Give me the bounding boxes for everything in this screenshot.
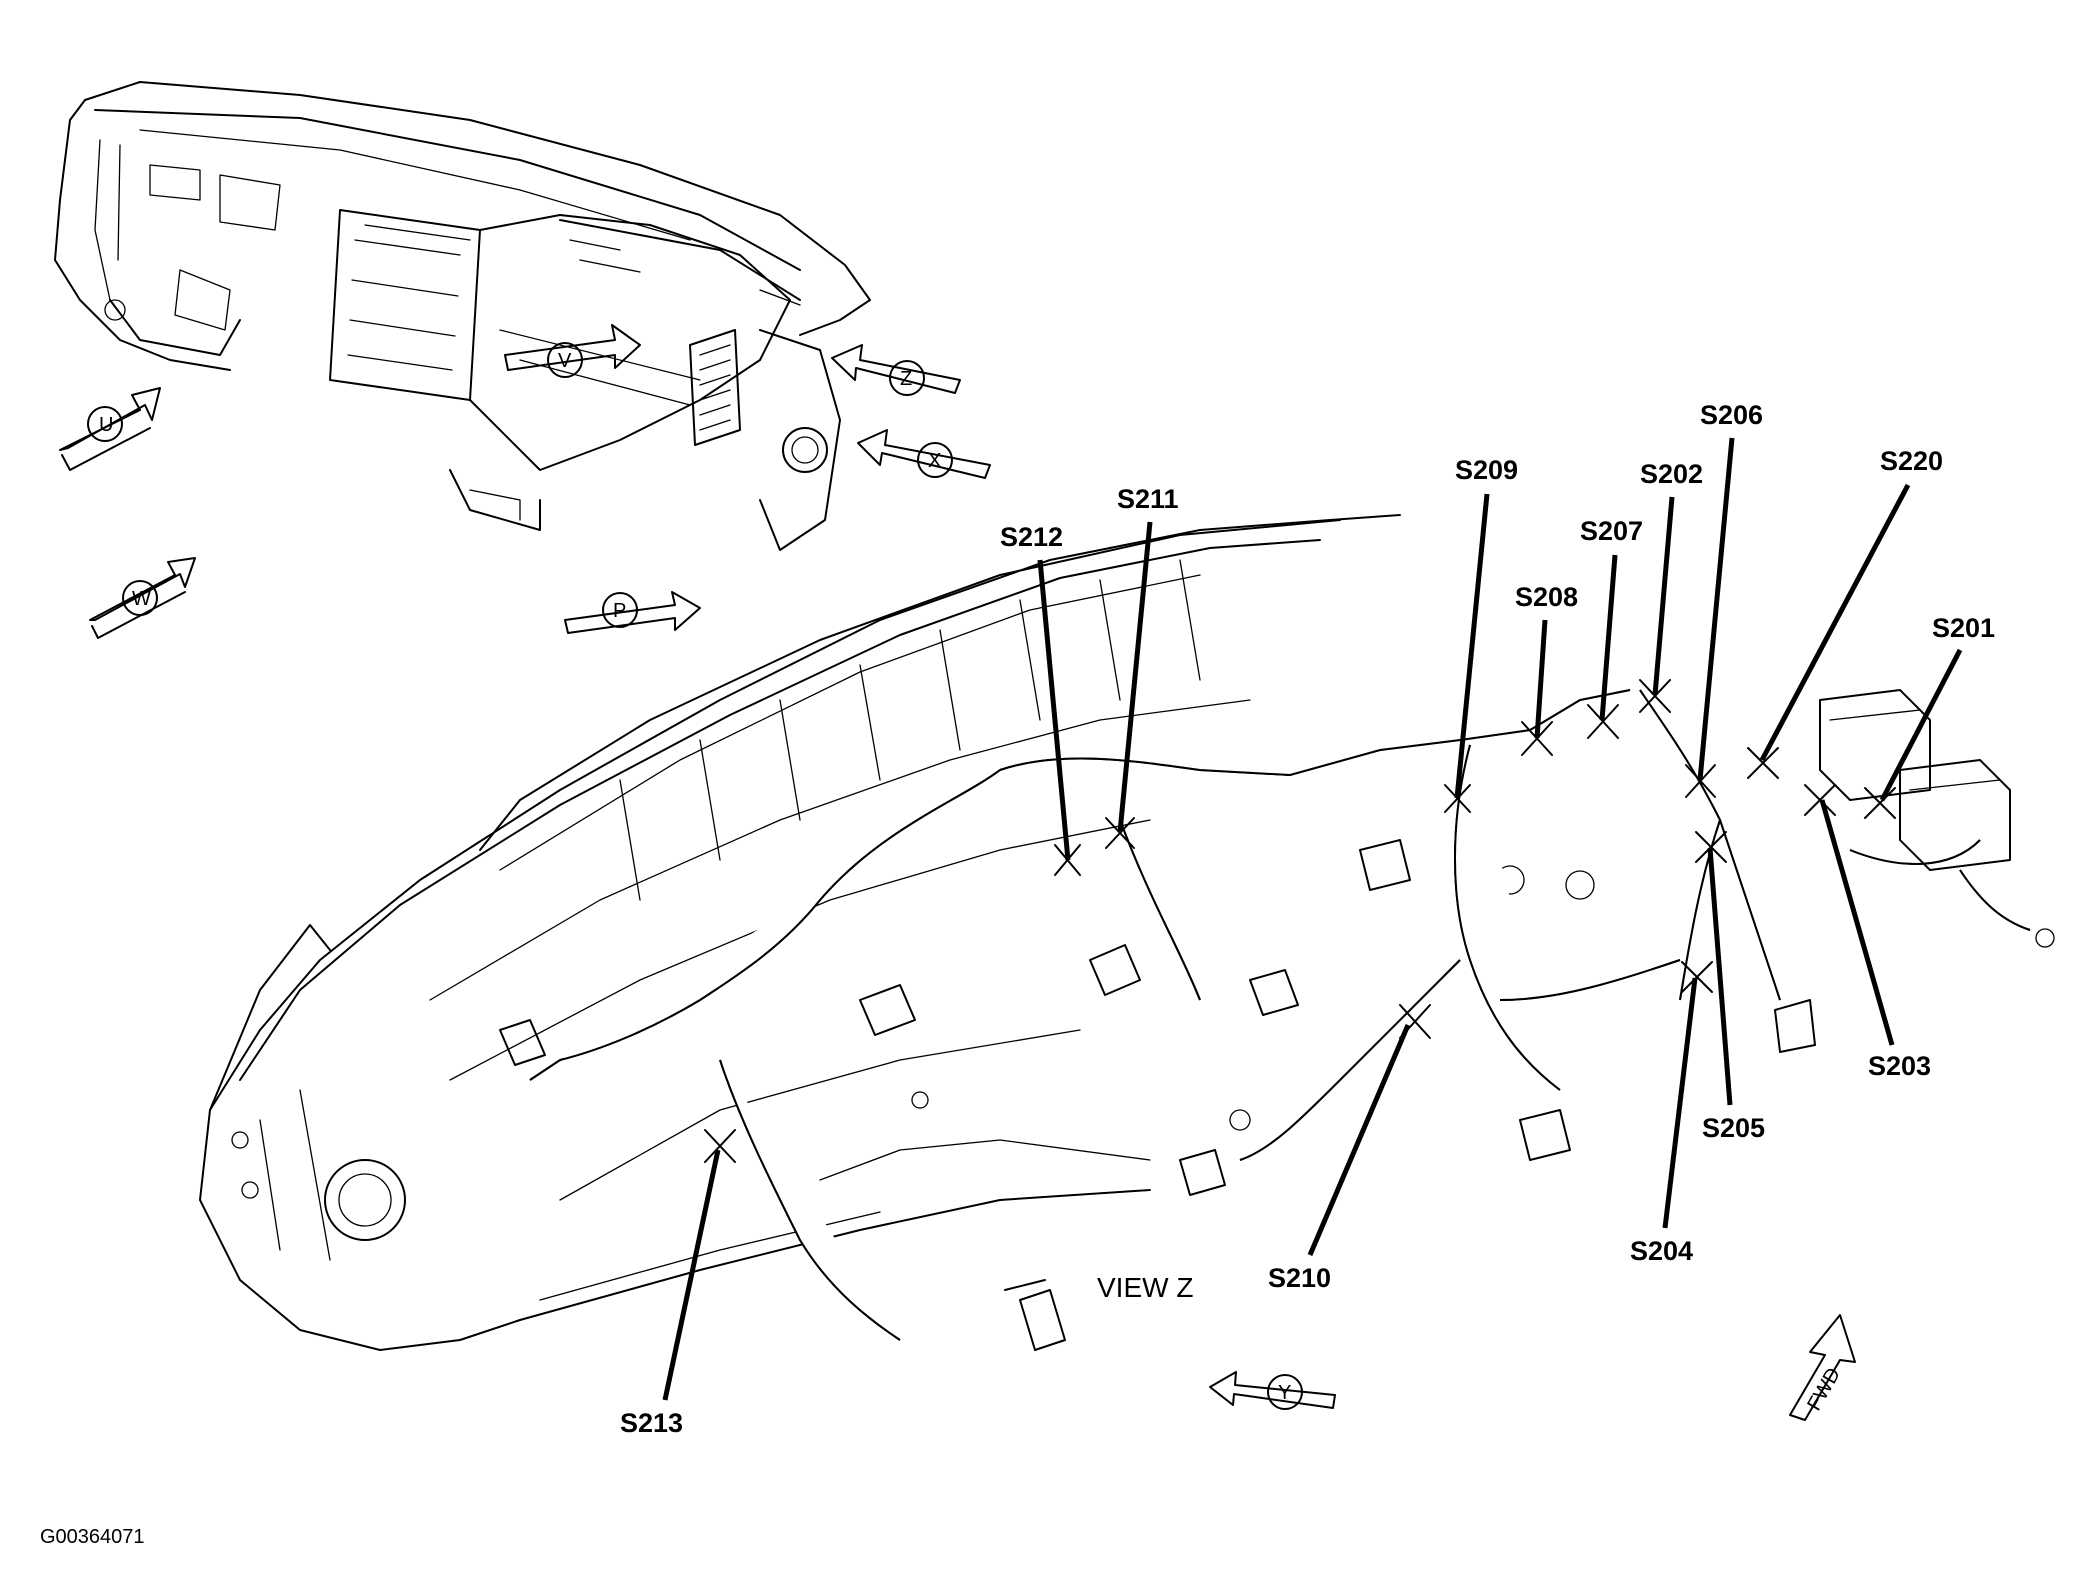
splice-s211: S211 [1105, 484, 1179, 849]
splice-s213-label: S213 [620, 1408, 683, 1438]
splice-s205-label: S205 [1702, 1113, 1765, 1143]
instrument-panel-overview [54, 81, 871, 551]
splice-s207: S207 [1580, 516, 1643, 739]
forward-direction-marker: FWD [1789, 1314, 1856, 1421]
splice-s208: S208 [1515, 582, 1578, 756]
view-arrow-z: Z [831, 344, 961, 396]
splice-s212-label: S212 [1000, 522, 1063, 552]
splice-s202-label: S202 [1640, 459, 1703, 489]
dash-underside-view [199, 514, 2055, 1351]
splice-s201-label: S201 [1932, 613, 1995, 643]
splice-s206-label: S206 [1700, 400, 1763, 430]
splice-s211-label: S211 [1117, 484, 1179, 514]
splice-s203-label: S203 [1868, 1051, 1931, 1081]
view-arrow-x-letter: X [928, 450, 941, 472]
view-arrow-z-letter: Z [900, 368, 912, 390]
splice-s204-label: S204 [1630, 1236, 1693, 1266]
view-arrow-v: V [504, 324, 641, 378]
forward-label: FWD [1803, 1364, 1845, 1414]
splice-s206: S206 [1685, 400, 1763, 798]
splice-s212: S212 [1000, 522, 1081, 876]
splice-s204: S204 [1630, 961, 1713, 1266]
splice-s208-label: S208 [1515, 582, 1578, 612]
view-arrow-y-letter: Y [1278, 1382, 1291, 1404]
view-arrow-p-letter: P [613, 600, 626, 622]
splice-s207-label: S207 [1580, 516, 1643, 546]
view-label: VIEW Z [1097, 1272, 1193, 1303]
view-arrow-w-letter: W [132, 588, 151, 610]
splice-s220: S220 [1747, 446, 1943, 779]
view-arrow-u-letter: U [99, 414, 113, 436]
view-arrow-y: Y [1209, 1371, 1336, 1410]
figure-id: G00364071 [40, 1526, 145, 1548]
view-arrow-v-letter: V [558, 350, 572, 372]
splice-s220-label: S220 [1880, 446, 1943, 476]
view-arrow-w: W [89, 557, 196, 639]
splice-s209-label: S209 [1455, 455, 1518, 485]
splice-s202: S202 [1639, 459, 1703, 713]
splice-s210: S210 [1268, 1004, 1431, 1293]
view-arrow-x: X [857, 429, 991, 479]
splice-s201: S201 [1864, 613, 1995, 819]
splice-s210-label: S210 [1268, 1263, 1331, 1293]
view-arrow-p: P [564, 591, 701, 634]
splice-s203: S203 [1804, 784, 1931, 1081]
view-arrow-u: U [59, 387, 161, 471]
splice-s213: S213 [620, 1129, 736, 1438]
splice-s209: S209 [1444, 455, 1518, 813]
splice-s205: S205 [1695, 831, 1765, 1143]
